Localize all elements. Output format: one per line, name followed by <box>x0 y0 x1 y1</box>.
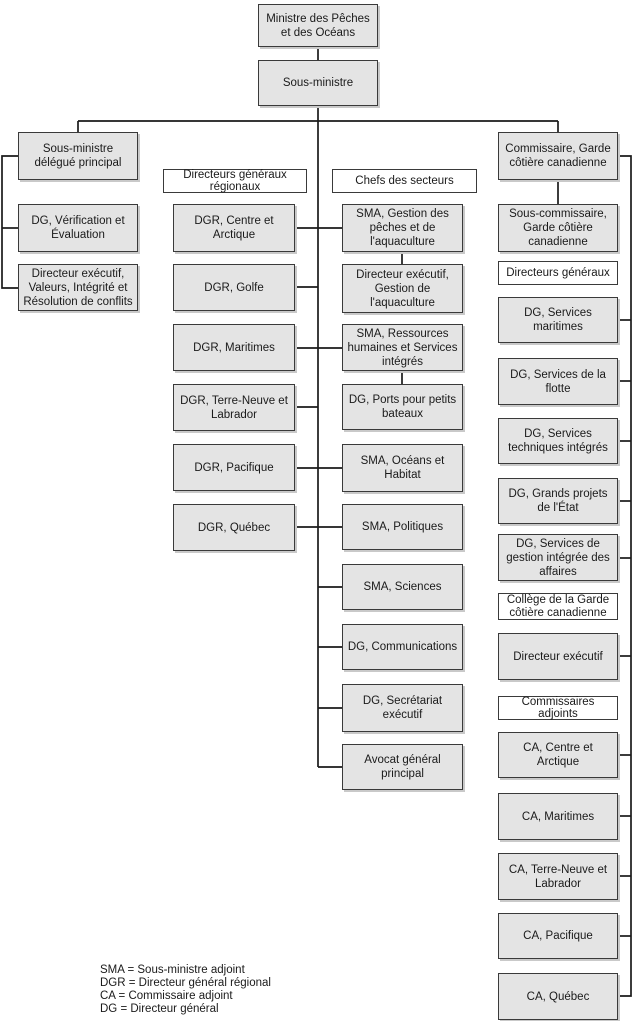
org-node-label: DG, Communications <box>347 641 458 653</box>
org-node-h_dg: Directeurs généraux <box>498 261 618 285</box>
org-node-sma_sciences: SMA, Sciences <box>342 564 463 610</box>
org-node-sma_politiques: SMA, Politiques <box>342 504 463 550</box>
org-node-label: Directeur exécutif, Valeurs, Intégrité e… <box>23 267 133 308</box>
legend-line-dgr: DGR = Directeur général régional <box>100 977 271 989</box>
org-node-h_college: Collège de la Garde côtière canadienne <box>498 593 618 620</box>
legend-line-ca: CA = Commissaire adjoint <box>100 990 233 1002</box>
org-node-label: Chefs des secteurs <box>355 174 454 187</box>
org-node-dg_gestion: DG, Services de gestion intégrée des aff… <box>498 534 618 581</box>
org-node-sma_rh: SMA, Ressources humaines et Services int… <box>342 324 463 371</box>
org-node-label: Directeurs généraux <box>506 266 610 279</box>
org-node-label: CA, Maritimes <box>521 810 595 823</box>
org-node-label: Directeurs généraux régionaux <box>183 168 287 194</box>
org-node-commissaire: Commissaire, Garde côtière canadienne <box>498 132 618 180</box>
org-node-label: CA, Terre-Neuve et Labrador <box>508 863 608 890</box>
org-node-label: DGR, Terre-Neuve et Labrador <box>180 394 288 421</box>
org-node-ca_quebec: CA, Québec <box>498 973 618 1020</box>
org-node-label: Avocat général principal <box>364 754 441 780</box>
org-node-label: Sous-commissaire, Garde côtière canadien… <box>509 208 607 248</box>
org-node-label: DGR, Maritimes <box>193 341 275 354</box>
org-node-label: CA, Québec <box>526 990 590 1003</box>
org-node-sous_ministre: Sous-ministre <box>258 60 378 106</box>
org-node-ca_maritimes: CA, Maritimes <box>498 793 618 840</box>
org-node-label: SMA, Gestion des pêches et de l'aquacult… <box>356 208 449 248</box>
org-node-label: Collège de la Garde côtière canadienne <box>506 594 610 619</box>
org-node-label: DGR, Centre et Arctique <box>194 215 274 241</box>
org-node-dg_grands: DG, Grands projets de l'État <box>498 478 618 524</box>
org-node-dgr_maritimes: DGR, Maritimes <box>173 324 295 371</box>
legend: SMA = Sous-ministre adjoint DGR = Direct… <box>100 964 271 1016</box>
org-node-label: Sous-ministre <box>282 77 354 89</box>
org-node-sma_oceans: SMA, Océans et Habitat <box>342 444 463 492</box>
org-node-sous_comm: Sous-commissaire, Garde côtière canadien… <box>498 204 618 252</box>
org-node-h_dgr: Directeurs généraux régionaux <box>163 169 307 193</box>
org-node-de_valeurs: Directeur exécutif, Valeurs, Intégrité e… <box>18 264 138 311</box>
org-node-label: Commissaire, Garde côtière canadienne <box>505 143 611 169</box>
org-node-label: CA, Pacifique <box>523 930 593 942</box>
org-node-label: SMA, Ressources humaines et Services int… <box>347 327 458 368</box>
org-node-h_ca: Commissaires adjoints <box>498 696 618 720</box>
org-node-label: Commissaires adjoints <box>521 695 595 721</box>
org-node-label: DG, Vérification et Évaluation <box>31 215 125 241</box>
org-node-h_secteurs: Chefs des secteurs <box>332 169 477 193</box>
org-node-smdp: Sous-ministre délégué principal <box>18 132 138 180</box>
org-node-label: Directeur exécutif, Gestion de l'aquacul… <box>356 268 449 309</box>
org-node-label: SMA, Sciences <box>363 581 442 593</box>
org-node-label: DG, Services de la flotte <box>510 368 606 395</box>
org-node-label: Ministre des Pêches et des Océans <box>266 12 370 39</box>
org-node-label: DGR, Québec <box>197 521 271 534</box>
org-node-dgr_quebec: DGR, Québec <box>173 504 295 551</box>
org-node-sma_gestion: SMA, Gestion des pêches et de l'aquacult… <box>342 204 463 252</box>
org-node-label: DG, Ports pour petits bateaux <box>348 394 457 420</box>
org-node-ca_tn: CA, Terre-Neuve et Labrador <box>498 853 618 900</box>
org-node-label: DG, Services maritimes <box>524 307 592 333</box>
org-node-label: Sous-ministre délégué principal <box>34 143 122 169</box>
org-node-dgr_golfe: DGR, Golfe <box>173 264 295 311</box>
org-node-dg_secretariat: DG, Secrétariat exécutif <box>342 684 463 732</box>
org-node-dgr_pacifique: DGR, Pacifique <box>173 444 295 491</box>
org-node-ca_centre: CA, Centre et Arctique <box>498 732 618 778</box>
org-node-de_exec: Directeur exécutif <box>498 633 618 680</box>
org-node-de_aqua: Directeur exécutif, Gestion de l'aquacul… <box>342 264 463 313</box>
org-node-label: DG, Services de gestion intégrée des aff… <box>506 537 610 578</box>
legend-line-sma: SMA = Sous-ministre adjoint <box>100 964 245 976</box>
org-node-label: DGR, Golfe <box>204 281 264 294</box>
org-node-dg_tech: DG, Services techniques intégrés <box>498 418 618 464</box>
org-node-dg_comm: DG, Communications <box>342 624 463 670</box>
org-node-dgr_tn: DGR, Terre-Neuve et Labrador <box>173 384 295 431</box>
legend-line-dg: DG = Directeur général <box>100 1003 219 1015</box>
org-node-label: CA, Centre et Arctique <box>523 742 593 768</box>
org-node-label: SMA, Politiques <box>361 521 444 533</box>
org-node-dg_ports: DG, Ports pour petits bateaux <box>342 384 463 430</box>
org-node-ministre: Ministre des Pêches et des Océans <box>258 4 378 47</box>
org-node-dg_maritimes: DG, Services maritimes <box>498 297 618 343</box>
org-node-label: DGR, Pacifique <box>194 461 274 474</box>
org-node-dgr_centre: DGR, Centre et Arctique <box>173 204 295 252</box>
org-node-dg_verif: DG, Vérification et Évaluation <box>18 204 138 252</box>
org-node-label: DG, Secrétariat exécutif <box>362 695 443 721</box>
org-node-dg_flotte: DG, Services de la flotte <box>498 358 618 405</box>
org-node-avocat: Avocat général principal <box>342 744 463 790</box>
org-node-label: Directeur exécutif <box>513 650 603 663</box>
org-node-label: SMA, Océans et Habitat <box>360 455 445 481</box>
org-node-ca_pacifique: CA, Pacifique <box>498 913 618 959</box>
org-node-label: DG, Grands projets de l'État <box>508 488 608 514</box>
org-node-label: DG, Services techniques intégrés <box>508 428 608 454</box>
